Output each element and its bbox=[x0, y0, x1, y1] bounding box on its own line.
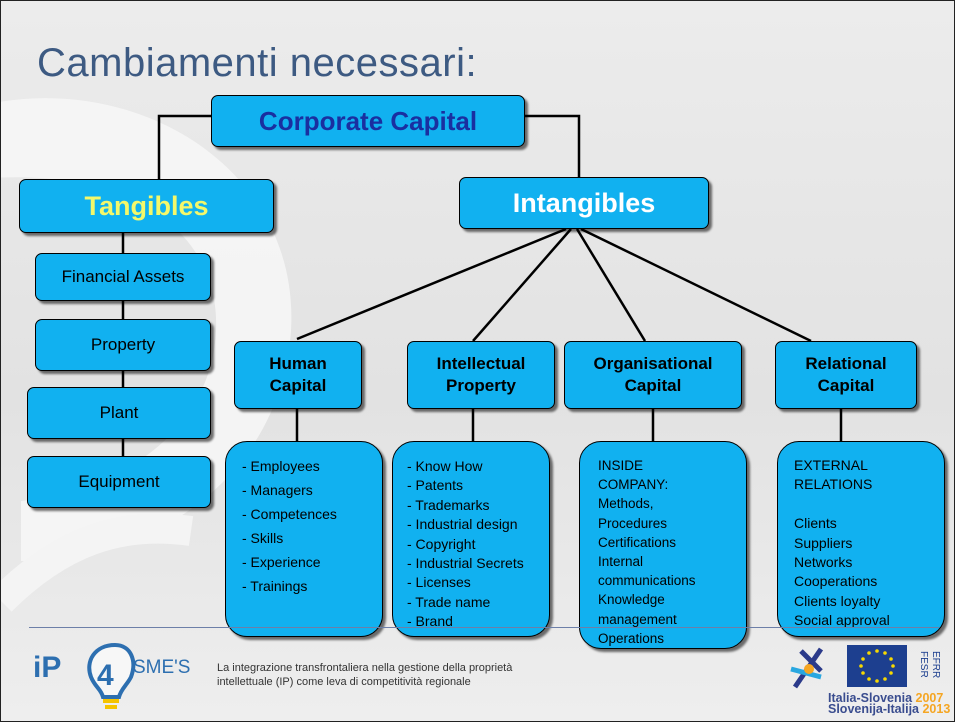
footer-divider bbox=[29, 627, 939, 628]
intangibles-box: Intangibles bbox=[459, 177, 709, 229]
svg-text:iP: iP bbox=[33, 651, 61, 684]
caption-line1: Italia-Slovenia bbox=[828, 691, 916, 705]
ip4smes-logo: iP 4 SME'S bbox=[33, 639, 208, 719]
tangible-item-equipment: Equipment bbox=[27, 456, 211, 508]
tangible-item-label: Equipment bbox=[78, 472, 160, 491]
ip4-bulb-logo-icon: iP 4 SME'S bbox=[33, 642, 190, 709]
intangibles-label: Intangibles bbox=[512, 187, 656, 218]
corporate-capital-box: Corporate Capital bbox=[211, 95, 525, 147]
tangible-item-label: Property bbox=[90, 335, 156, 354]
category-label: Human Capital bbox=[269, 354, 327, 395]
interreg-emblem-icon: FESR EFRR bbox=[790, 645, 941, 689]
tangible-item-property: Property bbox=[35, 319, 211, 371]
tangible-item-label: Plant bbox=[99, 403, 139, 422]
category-label: Relational Capital bbox=[805, 354, 887, 395]
footer-tagline: La integrazione transfrontaliera nella g… bbox=[217, 661, 512, 689]
category-human-capital: Human Capital bbox=[234, 341, 362, 409]
caption-year1: 2007 bbox=[915, 691, 944, 705]
details-text: - Employees - Managers - Competences - S… bbox=[242, 458, 337, 594]
details-text: EXTERNAL RELATIONS Clients Suppliers Net… bbox=[794, 457, 890, 629]
category-label: Organisational Capital bbox=[593, 354, 713, 395]
tangibles-label: Tangibles bbox=[84, 190, 209, 221]
slide-title: Cambiamenti necessari: bbox=[37, 41, 478, 85]
svg-text:4: 4 bbox=[97, 659, 114, 692]
intellectual-property-details: - Know How - Patents - Trademarks - Indu… bbox=[392, 441, 550, 637]
tangible-item-plant: Plant bbox=[27, 387, 211, 439]
fesr-text: FESR bbox=[918, 651, 929, 678]
footer-tagline-line2: intellettuale (IP) come leva di competit… bbox=[217, 676, 471, 688]
human-capital-details: - Employees - Managers - Competences - S… bbox=[225, 441, 383, 637]
category-label: Intellectual Property bbox=[436, 354, 526, 395]
category-organisational-capital: Organisational Capital bbox=[564, 341, 742, 409]
details-text: - Know How - Patents - Trademarks - Indu… bbox=[407, 458, 524, 630]
caption-year2: 2013 bbox=[922, 702, 951, 716]
tangible-item-financial-assets: Financial Assets bbox=[35, 253, 211, 301]
relational-capital-details: EXTERNAL RELATIONS Clients Suppliers Net… bbox=[777, 441, 945, 637]
interreg-caption: Italia-Slovenia 2007 Slovenija-Italija 2… bbox=[828, 691, 951, 716]
corporate-capital-label: Corporate Capital bbox=[258, 105, 478, 136]
tangibles-box: Tangibles bbox=[19, 179, 274, 233]
tangible-item-label: Financial Assets bbox=[61, 267, 185, 286]
organisational-capital-details: INSIDE COMPANY: Methods, Procedures Cert… bbox=[579, 441, 747, 649]
category-intellectual-property: Intellectual Property bbox=[407, 341, 555, 409]
footer-tagline-line1: La integrazione transfrontaliera nella g… bbox=[217, 662, 513, 674]
efrr-text: EFRR bbox=[930, 651, 941, 678]
logo-left-text: SME'S bbox=[133, 657, 190, 678]
category-relational-capital: Relational Capital bbox=[775, 341, 917, 409]
interreg-eu-logo: FESR EFRR bbox=[781, 641, 951, 701]
details-text: INSIDE COMPANY: Methods, Procedures Cert… bbox=[598, 458, 696, 646]
caption-line2: Slovenija-Italija bbox=[828, 702, 923, 716]
